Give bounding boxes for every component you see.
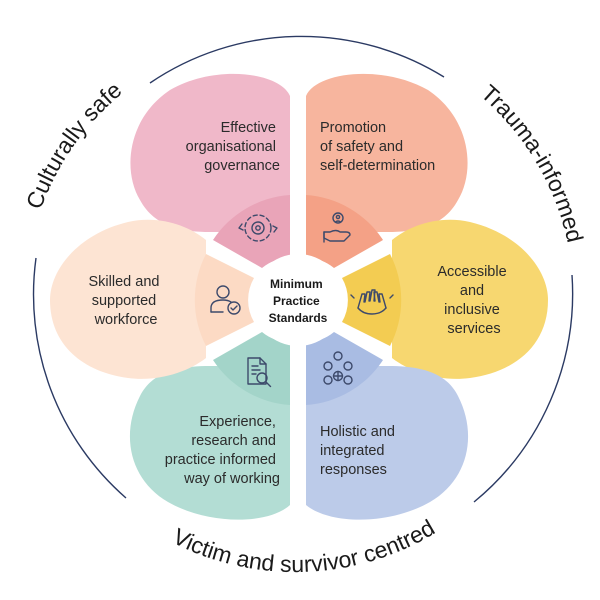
cogs-cycle-icon	[238, 214, 278, 242]
petal-experience-label: Experience, research and practice inform…	[165, 414, 280, 487]
petal-governance-shape	[130, 73, 290, 232]
center-line-3: Standards	[269, 311, 328, 325]
document-search-icon	[247, 357, 272, 388]
petal-governance-label: Effective organisational governance	[186, 120, 280, 174]
ring-label-culturally-safe: Culturally safe	[21, 77, 127, 213]
petal-accessible-label: Accessible and inclusive services	[437, 264, 510, 337]
outer-ring	[32, 35, 574, 503]
petal-safety-shape	[306, 73, 468, 232]
center-circle	[252, 254, 344, 346]
center-title: Minimum Practice Standards	[269, 277, 328, 325]
center-line-2: Practice	[273, 294, 320, 308]
hand-people-icon	[323, 212, 351, 243]
ring-label-victim-survivor-centred: Victim and survivor centred	[169, 514, 439, 577]
inner-segment-governance	[213, 195, 290, 268]
person-check-icon	[210, 285, 241, 315]
ring-arc-left	[32, 257, 127, 499]
petal-holistic	[306, 366, 469, 520]
petal-accessible-shape	[392, 219, 548, 379]
petal-governance	[130, 73, 290, 232]
inner-segment-accessible	[342, 254, 402, 346]
center-line-1: Minimum	[270, 277, 323, 291]
petal-experience	[129, 366, 290, 520]
petal-safety-label: Promotion of safety and self-determinati…	[320, 120, 435, 174]
petal-accessible	[392, 219, 548, 379]
raised-hands-icon	[350, 289, 394, 315]
ring-arc-right	[473, 274, 574, 503]
petal-workforce	[50, 219, 206, 379]
network-people-icon	[323, 351, 353, 385]
ring-arc-top	[149, 35, 445, 84]
petal-workforce-label: Skilled and supported workforce	[89, 274, 164, 328]
petal-holistic-shape	[306, 366, 469, 520]
petal-safety	[306, 73, 468, 232]
petal-holistic-label: Holistic and integrated responses	[320, 424, 399, 478]
ring-label-trauma-informed: Trauma-informed	[476, 80, 588, 245]
petal-experience-shape	[129, 366, 290, 520]
petal-workforce-shape	[50, 219, 206, 379]
